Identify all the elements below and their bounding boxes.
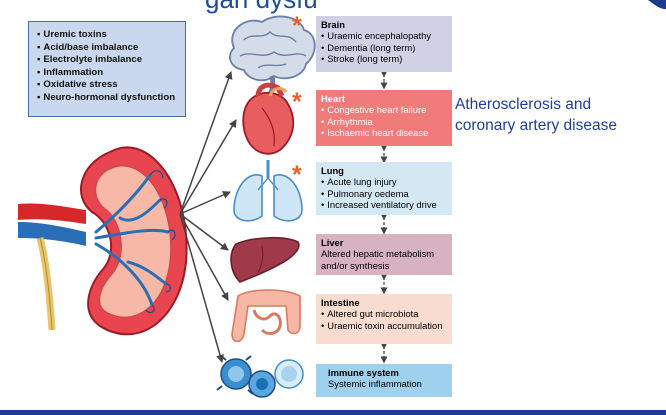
lung-icon [233,160,303,222]
organ-effect: Stroke (long term) [321,53,447,64]
organ-effect: Acute lung injury [321,176,447,187]
organ-box-heart: Heart Congestive heart failure Arrhythmi… [316,90,452,146]
organ-effect: Congestive heart failure [321,104,447,115]
annotation-line: Atherosclerosis and [455,96,592,113]
organ-effect: Uraemic encephalopathy [321,30,447,41]
organ-box-lung: Lung Acute lung injury Pulmonary oedema … [316,162,452,215]
organ-title: Heart [321,93,345,104]
risk-factors-box: Uremic toxins Acid/base imbalance Electr… [28,21,186,117]
risk-factor-item: Uremic toxins [37,29,185,42]
risk-factor-item: Acid/base imbalance [37,42,185,55]
intestine-icon [231,289,301,343]
kidney-icon [18,146,188,336]
title-fragment: gan dysfu [205,0,318,15]
organ-title: Liver [321,237,344,248]
heart-icon [242,82,295,155]
organ-effect: Pulmonary oedema [321,188,447,199]
corner-logo-icon [648,0,666,9]
organ-title: Brain [321,19,345,30]
risk-factor-item: Neuro-hormonal dysfunction [37,92,185,105]
risk-factor-item: Electrolyte imbalance [37,54,185,67]
asterisk-marker-brain: * [292,12,302,40]
organ-effect: Altered hepatic metabolism [321,248,435,260]
organ-effect: and/or synthesis [321,259,390,271]
risk-factor-item: Inflammation [37,67,185,80]
organ-title: Lung [321,165,344,176]
organ-effect: Arrhythmia [321,116,447,127]
organ-box-liver: Liver Altered hepatic metabolism and/or … [316,234,452,275]
organ-effect: Uraemic toxin accumulation [321,320,447,331]
organ-box-immune: Immune system Systemic inflammation [316,364,452,397]
organ-effect: Dementia (long term) [321,42,447,53]
organ-title: Intestine [321,297,360,308]
organ-box-brain: Brain Uraemic encephalopathy Dementia (l… [316,16,452,72]
organ-effect: Systemic inflammation [328,378,422,390]
bottom-accent-bar [0,410,666,415]
organ-effect: Altered gut microbiota [321,308,447,319]
asterisk-marker-lung: * [292,161,302,189]
risk-factor-item: Oxidative stress [37,79,185,92]
heart-annotation: Atherosclerosis and coronary artery dise… [455,94,617,136]
organ-box-intestine: Intestine Altered gut microbiota Uraemic… [316,294,452,344]
organ-title: Immune system [328,367,399,378]
kidney-arrows [179,71,237,363]
organ-effect: Increased ventilatory drive [321,199,447,210]
liver-icon [230,236,300,283]
risk-factors-list: Uremic toxins Acid/base imbalance Electr… [37,29,185,104]
immune-cells-icon [216,355,304,398]
asterisk-marker-heart: * [292,88,302,116]
annotation-line: coronary artery disease [455,117,617,134]
organ-effect: Ischaemic heart disease [321,127,447,138]
